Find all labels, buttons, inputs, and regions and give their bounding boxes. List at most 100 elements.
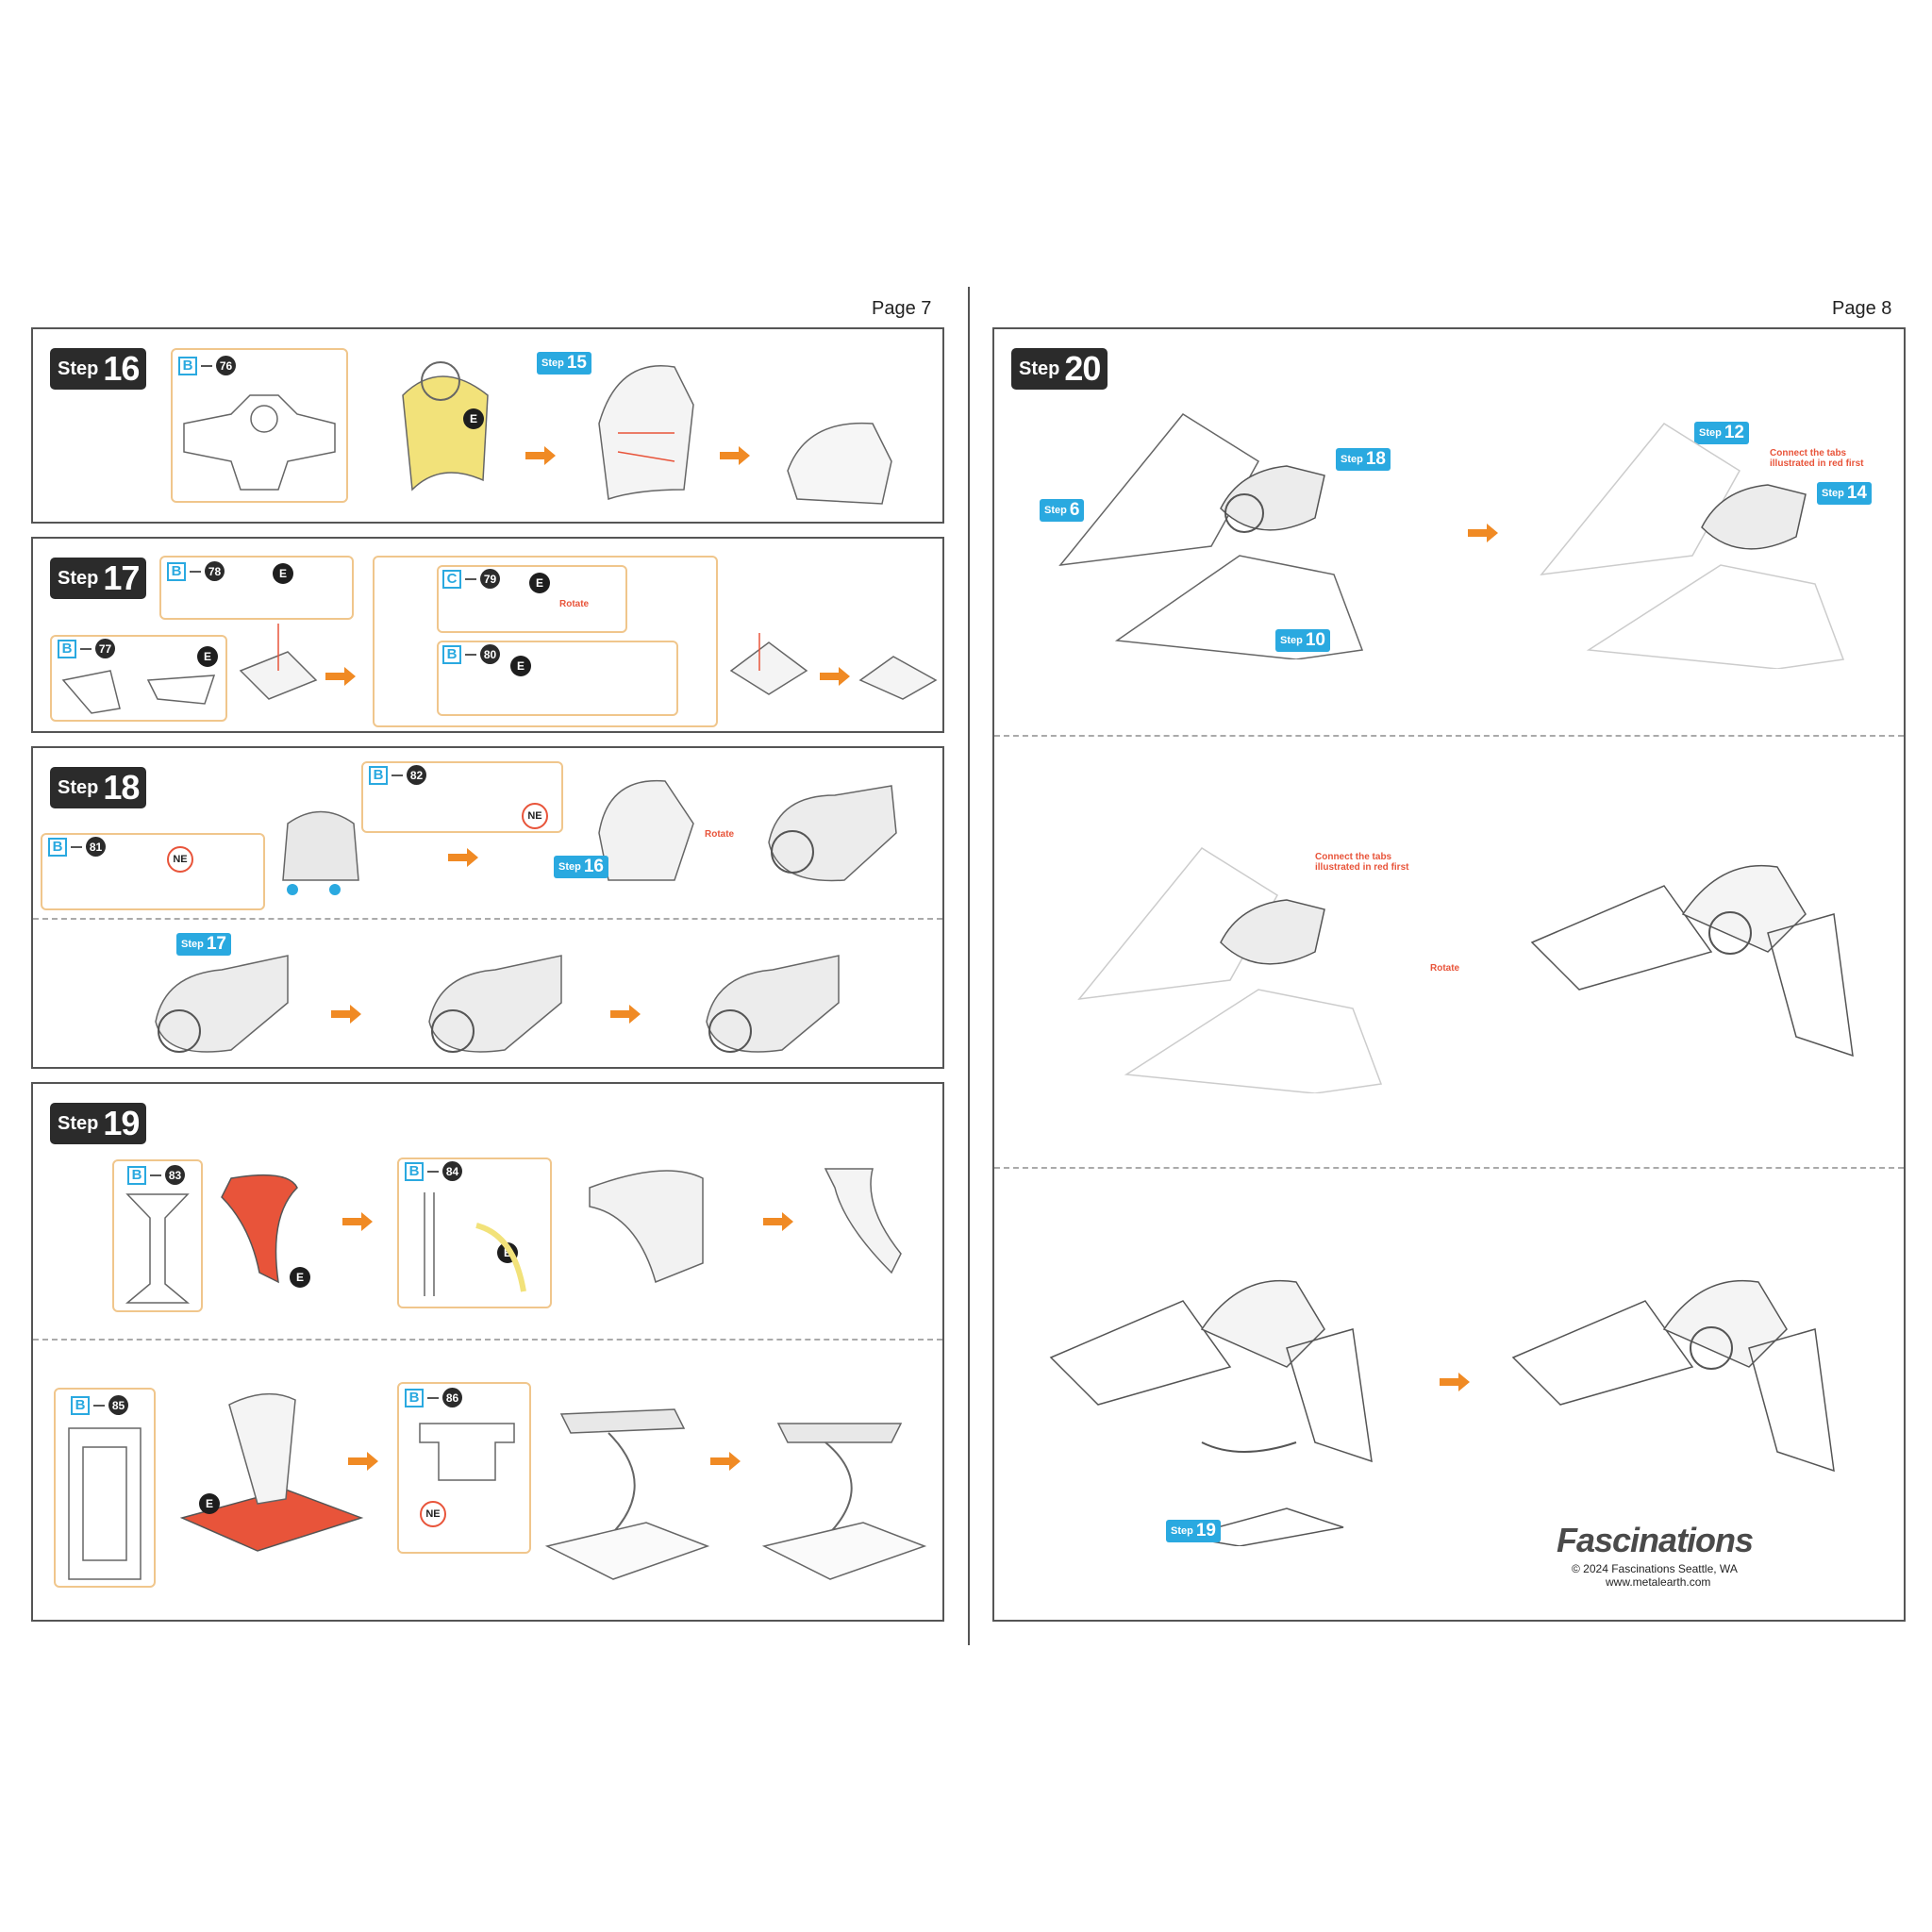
stand-base-red-drawing <box>179 1392 364 1552</box>
next-arrow <box>763 1212 793 1231</box>
copyright-text: © 2024 Fascinations Seattle, WA <box>1572 1562 1738 1575</box>
finished-wing-drawing <box>858 656 938 700</box>
tool-ne-badge: NE <box>420 1501 446 1527</box>
part-83-callout <box>112 1159 203 1312</box>
page-number-right: Page 8 <box>1832 298 1892 319</box>
part-86-callout <box>397 1382 531 1554</box>
tool-e-badge: E <box>290 1267 310 1288</box>
next-arrow <box>331 1005 361 1024</box>
part-76-callout <box>171 348 348 503</box>
next-arrow <box>448 848 478 867</box>
next-arrow <box>325 667 356 686</box>
next-arrow <box>710 1452 741 1471</box>
finished-arm-drawing <box>824 1168 902 1274</box>
ship-on-stand-exploded-drawing <box>1049 1279 1373 1546</box>
ship-connect-drawing <box>1540 423 1845 669</box>
next-arrow <box>342 1212 373 1231</box>
tool-ne-badge: NE <box>522 803 548 829</box>
part-82-callout <box>361 761 563 833</box>
rotate-label: Rotate <box>705 829 735 840</box>
engine-panel-drawing <box>282 810 359 895</box>
next-arrow <box>720 446 750 465</box>
ship-rear-drawing <box>1077 847 1383 1093</box>
tool-e-badge: E <box>197 646 218 667</box>
brand-logo: Fascinations <box>1557 1521 1754 1559</box>
part-79-callout <box>437 565 627 633</box>
ship-side-drawing <box>1530 864 1854 1058</box>
cockpit-yellow-drawing <box>402 361 489 491</box>
finished-stand-drawing <box>761 1423 927 1580</box>
wing-assembly-drawing <box>729 633 808 695</box>
part-81-callout <box>41 833 265 910</box>
finished-ship-drawing <box>1511 1279 1835 1473</box>
tool-e-badge: E <box>510 656 531 676</box>
stand-arm-red-drawing <box>221 1174 298 1284</box>
part-86-drawing <box>419 1423 515 1481</box>
next-arrow <box>348 1452 378 1471</box>
part-77-callout <box>50 635 227 722</box>
tool-ne-badge: NE <box>167 846 193 873</box>
ship-exploded-drawing <box>1058 413 1364 659</box>
parts-79-80-callout <box>373 556 718 727</box>
next-arrow <box>1468 524 1498 542</box>
stand-assembly-drawing <box>544 1408 710 1580</box>
assembly-drawing <box>598 365 694 501</box>
part-78-callout <box>159 556 354 620</box>
part-83-drawing <box>125 1193 191 1304</box>
tool-e-badge: E <box>529 573 550 593</box>
next-arrow <box>610 1005 641 1024</box>
rotate-label: Rotate <box>1430 963 1460 974</box>
subassembly-drawing <box>239 624 318 700</box>
pod-stage-1-drawing <box>155 955 289 1053</box>
flat-part-drawing <box>183 394 336 491</box>
next-arrow <box>525 446 556 465</box>
part-84-drawing <box>424 1192 526 1296</box>
next-arrow <box>820 667 850 686</box>
part-85-callout <box>54 1388 156 1588</box>
part-84-callout <box>397 1158 552 1308</box>
tool-e-badge: E <box>463 408 484 429</box>
connect-tabs-note: Connect the tabs illustrated in red firs… <box>1770 448 1864 469</box>
pod-stage-2-drawing <box>428 955 562 1053</box>
rotate-label: Rotate <box>559 599 590 609</box>
tool-e-badge: E <box>273 563 293 584</box>
stand-arm-assembly-drawing <box>589 1170 704 1284</box>
finished-cockpit-drawing <box>787 422 892 505</box>
part-77-drawing <box>61 670 216 714</box>
engine-pod-drawing <box>768 785 897 882</box>
next-arrow <box>1440 1373 1470 1391</box>
tool-e-badge: E <box>199 1493 220 1514</box>
part-80-callout <box>437 641 678 716</box>
pod-stage-3-drawing <box>706 955 840 1053</box>
connect-tabs-note: Connect the tabs illustrated in red firs… <box>1315 852 1409 873</box>
page-divider <box>968 287 970 1645</box>
